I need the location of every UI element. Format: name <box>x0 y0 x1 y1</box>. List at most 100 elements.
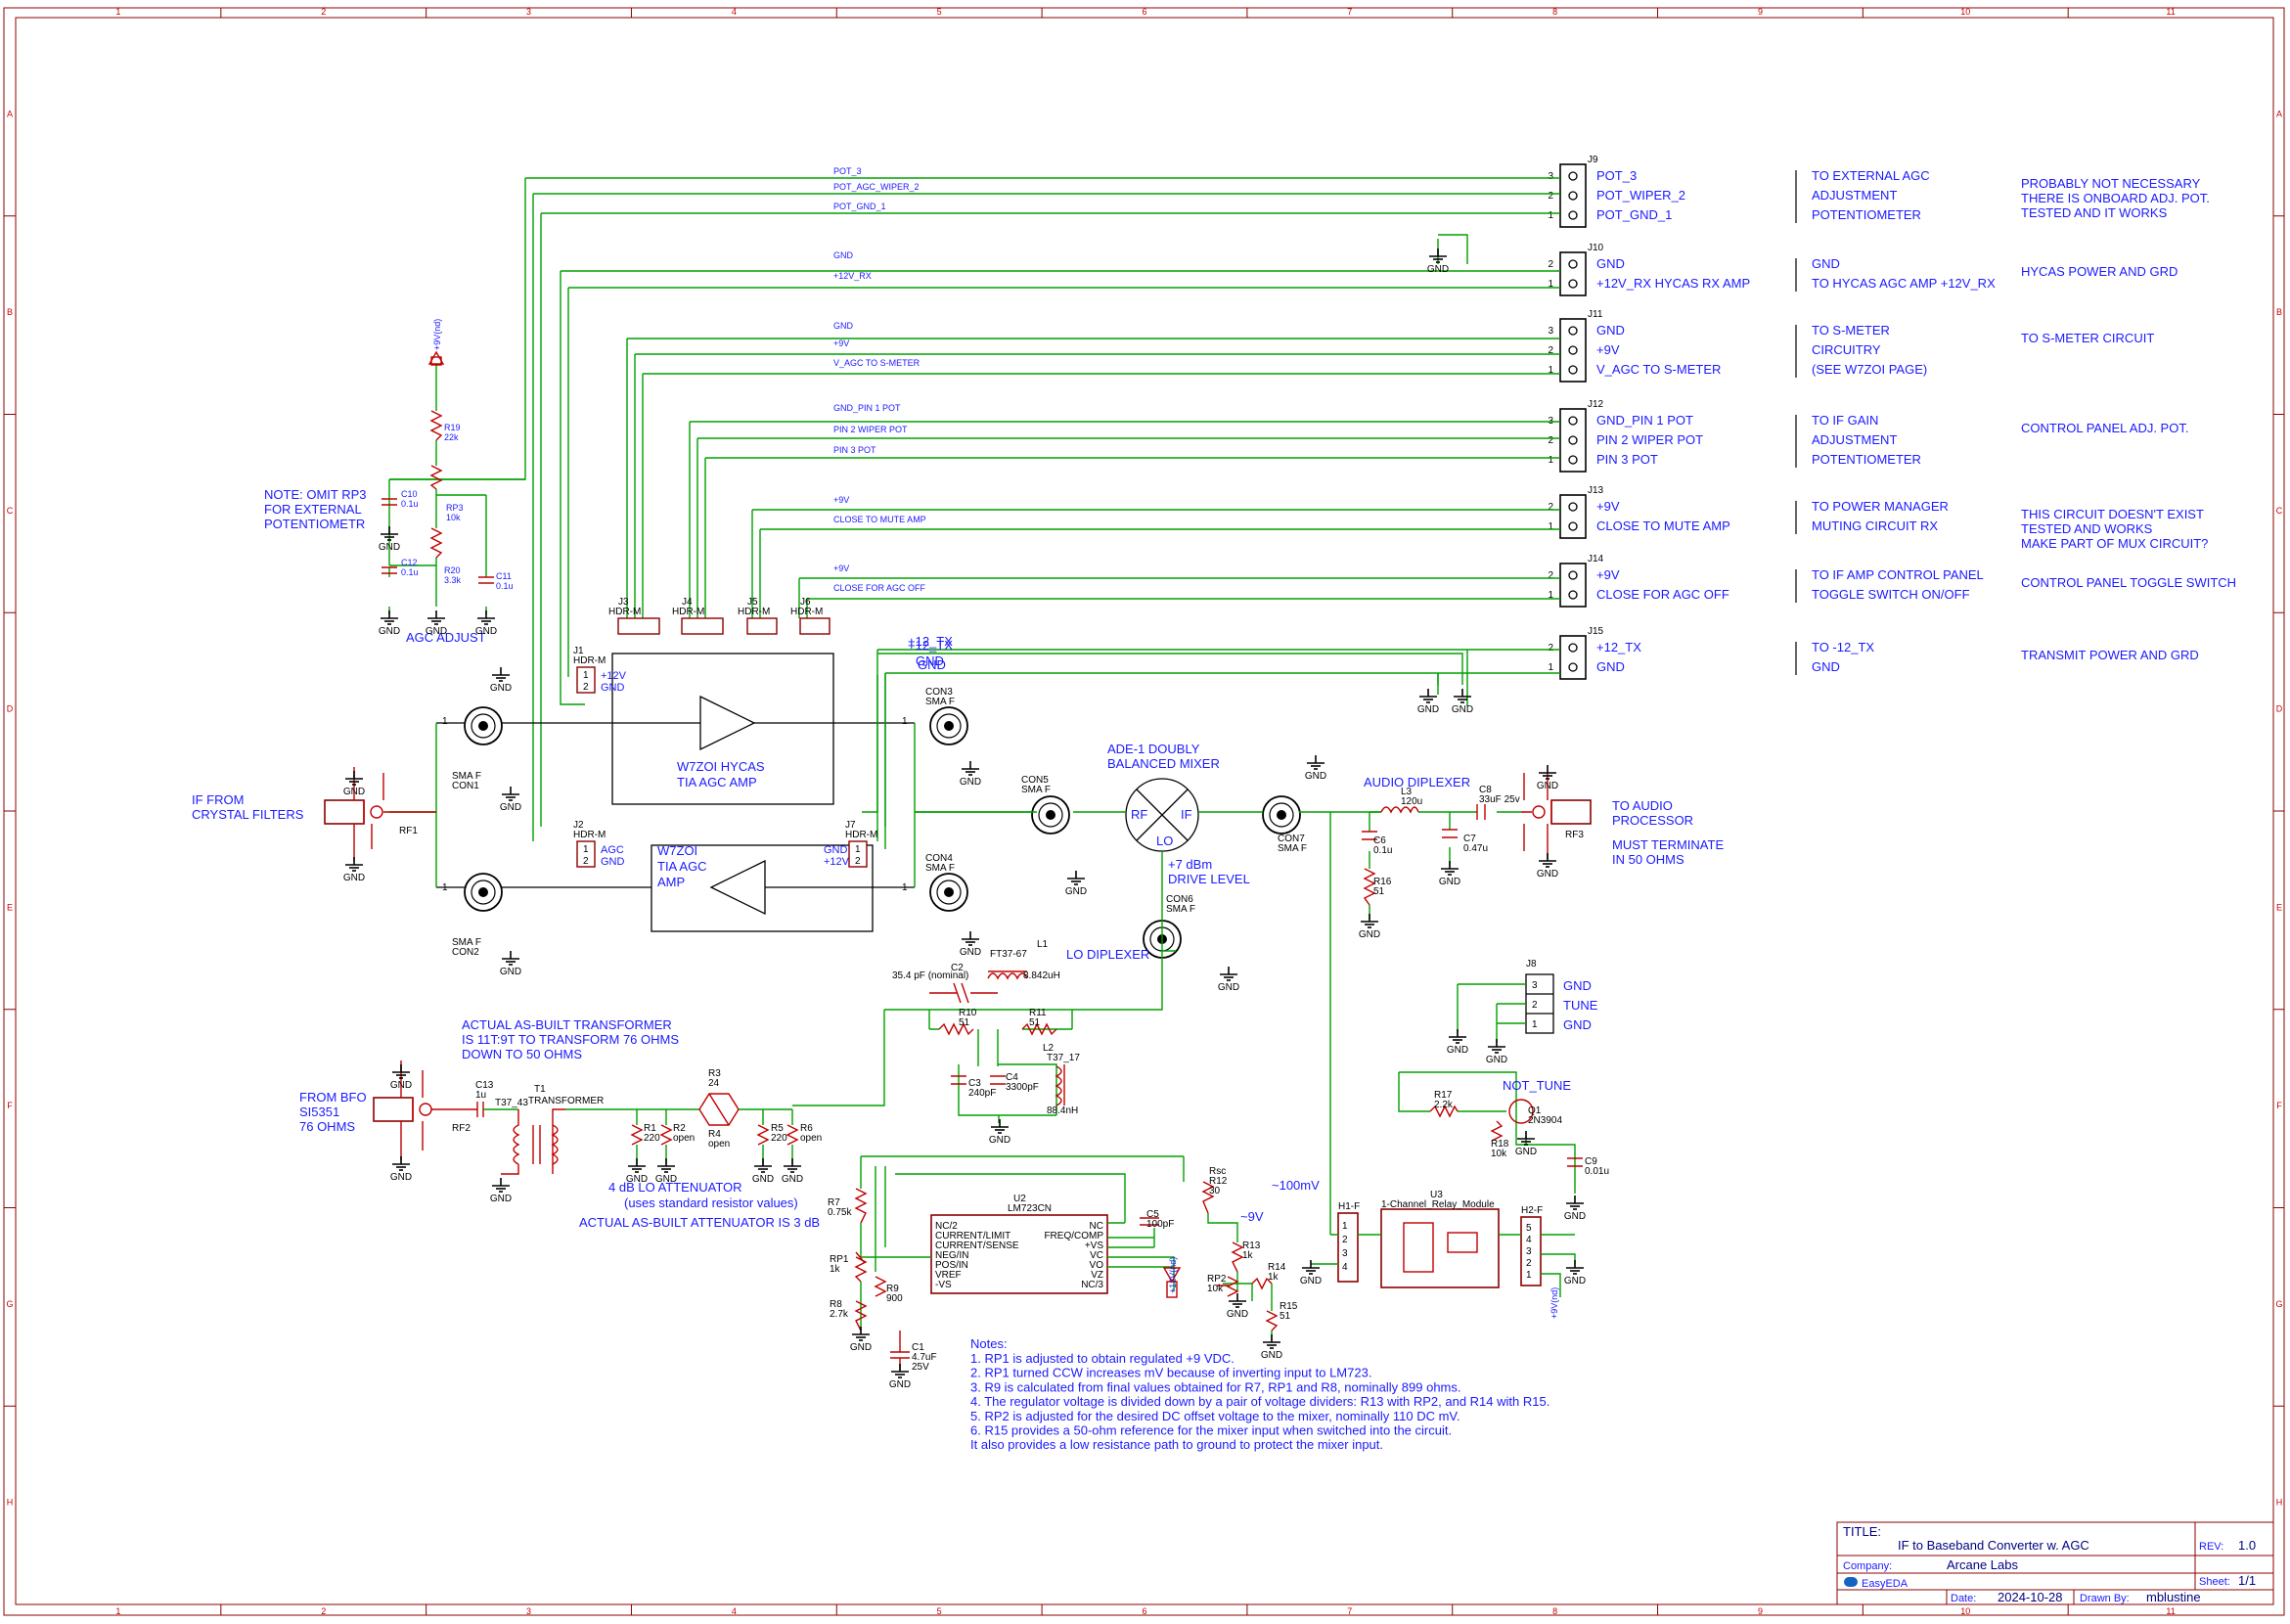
resistor-label: open <box>708 1139 730 1150</box>
column-label: 4 <box>732 7 737 17</box>
ground-icon: GND <box>343 771 365 797</box>
resistor-label: 2.7k <box>830 1309 849 1320</box>
agc-title: AGC ADJUST <box>406 630 486 645</box>
sma-label: CON4 <box>925 853 953 864</box>
inductor-label: T37_17 <box>1047 1053 1080 1063</box>
ground-icon: GND <box>1218 967 1239 993</box>
ground-icon: GND <box>960 931 981 958</box>
transformer-label: T1 <box>534 1084 546 1095</box>
cap-label: 0.47u <box>1463 843 1488 854</box>
column-label: 9 <box>1758 1606 1763 1616</box>
resistor-label: open <box>800 1133 822 1144</box>
block-title: W7ZOI HYCAS <box>677 759 765 774</box>
resistor-label: open <box>673 1133 695 1144</box>
connector-note: CONTROL PANEL ADJ. POT. <box>2021 421 2188 435</box>
lo-diplexer <box>792 951 1163 1123</box>
pin-number: 1 <box>1548 365 1553 376</box>
rf-connector-ref: RF1 <box>399 826 418 836</box>
cap-label: C5 <box>1146 1209 1159 1220</box>
ground-label: GND <box>850 1342 872 1353</box>
connector-net: +9V <box>1596 499 1620 514</box>
agc-note: FOR EXTERNAL <box>264 502 362 517</box>
ic-pin-label: POS/IN <box>935 1260 968 1271</box>
cap-label: 4.7uF <box>912 1352 937 1363</box>
attenuator-note: 4 dB LO ATTENUATOR <box>608 1180 742 1195</box>
transformer-label: TRANSFORMER <box>528 1096 604 1106</box>
ground-label: GND <box>343 787 365 797</box>
sma-label: CON2 <box>452 947 479 958</box>
transformer-note: ACTUAL AS-BUILT TRANSFORMER <box>462 1017 672 1032</box>
sma-label: CON3 <box>925 687 953 698</box>
connector-net: POT_3 <box>1596 168 1637 183</box>
resistor-label: 30 <box>1209 1186 1221 1196</box>
ground-symbols: GND GND GND GND GND GND GND GND GND GND GND GND GND G… <box>343 248 1586 1390</box>
cap-label: 3300pF <box>1006 1082 1039 1093</box>
connector-note: TESTED AND IT WORKS <box>2021 205 2168 220</box>
net-label: +9V <box>833 495 849 505</box>
audio-note: IN 50 OHMS <box>1612 852 1684 867</box>
ground-label: GND <box>379 542 400 553</box>
row-label: C <box>7 506 14 516</box>
sma-label: SMA F <box>452 771 481 782</box>
cap-label: C13 <box>475 1080 494 1091</box>
mixer-port: LO <box>1156 834 1173 848</box>
connector-net: GND_PIN 1 POT <box>1596 413 1693 428</box>
sma-label: SMA F <box>1021 785 1051 795</box>
connector-net: GND <box>1596 659 1625 674</box>
date-value: 2024-10-28 <box>1998 1590 2063 1604</box>
connector-note: TO S-METER CIRCUIT <box>2021 331 2154 345</box>
ground-label: GND <box>1300 1276 1322 1286</box>
ground-icon: GND <box>1537 853 1558 880</box>
connector-note: TESTED AND WORKS <box>2021 521 2153 536</box>
transformer-note: DOWN TO 50 OHMS <box>462 1047 582 1061</box>
connector-destination: POTENTIOMETER <box>1812 452 1921 467</box>
mixer <box>915 778 1381 1235</box>
header-pin-label: AGC <box>601 844 624 856</box>
title-label: TITLE: <box>1843 1524 1881 1539</box>
connector-destination: MUTING CIRCUIT RX <box>1812 519 1938 533</box>
resistor-label: R18 <box>1491 1139 1509 1150</box>
ground-icon: GND <box>752 1158 774 1185</box>
ground-label: GND <box>1439 877 1460 887</box>
pin-number: 1 <box>1548 210 1553 221</box>
note-line: 3. R9 is calculated from final values ob… <box>970 1379 1460 1394</box>
company-value: Arcane Labs <box>1947 1557 2018 1572</box>
sma-label: SMA F <box>452 937 481 948</box>
connector-net: +9V <box>1596 342 1620 357</box>
connector-ref: J15 <box>1588 626 1604 637</box>
header-pin-label: GND <box>601 856 625 868</box>
ground-icon: GND <box>490 667 512 694</box>
connector-destination: TO S-METER <box>1812 323 1890 338</box>
column-label: 7 <box>1347 7 1352 17</box>
header-ref: J3 <box>618 597 629 608</box>
note-line: 6. R15 provides a 50-ohm reference for t… <box>970 1423 1452 1438</box>
ground-label: GND <box>655 1174 677 1185</box>
connector-destination: TO HYCAS AGC AMP +12V_RX <box>1812 276 1996 291</box>
drawing-title: IF to Baseband Converter w. AGC <box>1898 1538 2089 1553</box>
net-label: NOT_TUNE <box>1503 1078 1571 1093</box>
pin-number: 2 <box>1548 191 1553 202</box>
ground-label: GND <box>782 1174 803 1185</box>
ground-icon: GND <box>655 1158 677 1185</box>
tune-pin-label: GND <box>1563 1017 1592 1032</box>
rev-label: REV: <box>2199 1541 2223 1553</box>
connector-destination: TOGGLE SWITCH ON/OFF <box>1812 587 1970 602</box>
column-label: 2 <box>321 7 326 17</box>
row-label: E <box>7 902 13 912</box>
ground-label: GND <box>1305 771 1326 782</box>
cap-label: 0.1u <box>401 499 419 509</box>
ground-label: GND <box>1359 929 1380 940</box>
drawn-by-label: Drawn By: <box>2080 1593 2130 1604</box>
resistor-label: 51 <box>1373 886 1385 897</box>
pin-number: 1 <box>583 844 589 855</box>
cap-label: C4 <box>1006 1072 1018 1083</box>
ground-label: GND <box>390 1172 412 1183</box>
ic-pin-label: NC <box>1090 1221 1103 1232</box>
connector-ref: J14 <box>1588 554 1604 564</box>
ground-label: GND <box>500 967 521 977</box>
ground-label: GND <box>626 1174 648 1185</box>
